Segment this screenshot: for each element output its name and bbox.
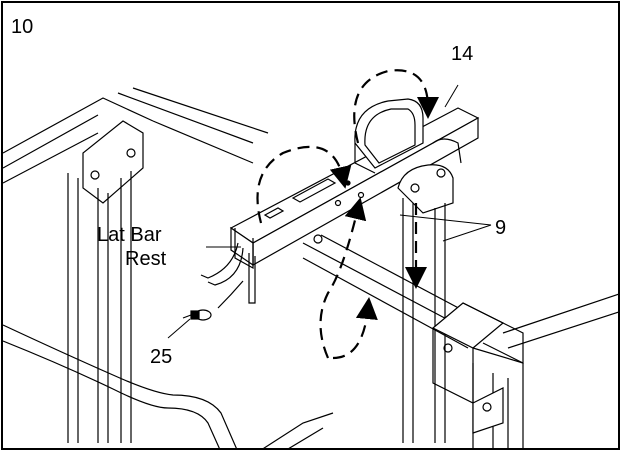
routing-arrows bbox=[256, 69, 439, 360]
assembly-illustration: 10 14 9 Lat Bar Rest 25 bbox=[3, 16, 618, 448]
brackets-9 bbox=[397, 138, 462, 443]
callout-25: 25 bbox=[150, 346, 172, 368]
step-number: 10 bbox=[11, 16, 33, 38]
right-frame bbox=[431, 293, 618, 448]
lat-bar-rest bbox=[200, 228, 256, 304]
lower-handle-bar bbox=[3, 324, 334, 448]
leader-lines bbox=[167, 84, 492, 339]
callout-lat-bar-rest-line1: Lat Bar bbox=[97, 224, 162, 246]
left-frame bbox=[3, 87, 269, 443]
pin-25 bbox=[182, 280, 244, 321]
callout-14: 14 bbox=[451, 43, 473, 65]
callout-lat-bar-rest-line2: Rest bbox=[125, 248, 167, 270]
callout-9: 9 bbox=[495, 217, 506, 239]
